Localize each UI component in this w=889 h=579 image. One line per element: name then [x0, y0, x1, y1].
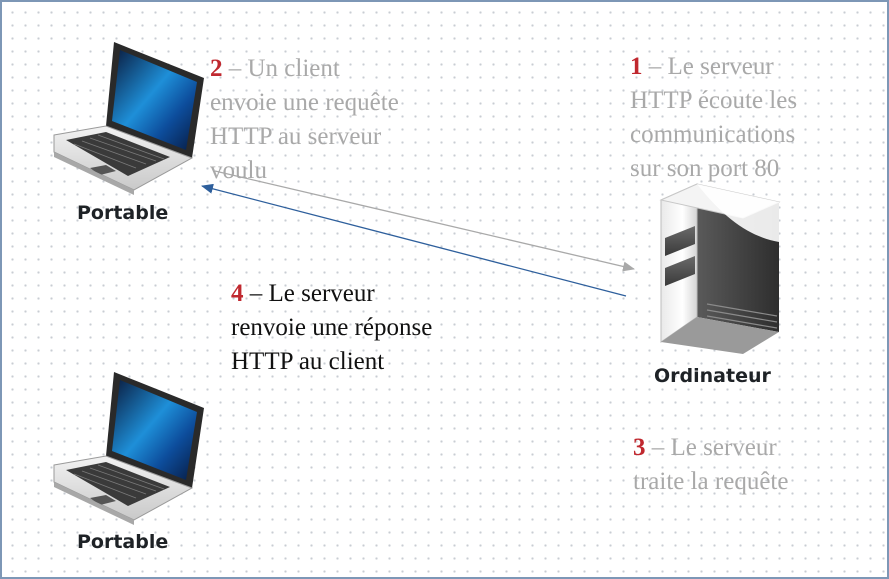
step-3-number: 3: [633, 434, 646, 461]
laptop-top: [52, 40, 212, 200]
laptop-icon: [53, 42, 204, 195]
laptop-bottom-label: Portable: [77, 531, 169, 553]
server-label: Ordinateur: [654, 365, 771, 387]
step-2-number: 2: [210, 55, 223, 82]
step-2-description: – Un client envoie une requête HTTP au s…: [210, 55, 399, 184]
request-arrow: [214, 170, 635, 272]
laptop-icon: [53, 372, 204, 525]
step-4-number: 4: [231, 280, 244, 307]
step-2-text: 2 – Un client envoie une requête HTTP au…: [210, 18, 399, 188]
step-1-description: – Le serveur HTTP écoute les communicati…: [630, 53, 798, 182]
step-3-text: 3 – Le serveur traite la requête: [633, 397, 788, 499]
step-1-text: 1 – Le serveur HTTP écoute les communica…: [630, 16, 797, 186]
server-tower-icon: [659, 183, 781, 354]
step-4-description: – Le serveur renvoie une réponse HTTP au…: [231, 280, 433, 375]
laptop-bottom: [52, 370, 212, 530]
laptop-top-label: Portable: [77, 202, 169, 224]
step-4-text: 4 – Le serveur renvoie une réponse HTTP …: [231, 243, 432, 379]
response-arrow: [201, 183, 627, 297]
step-3-description: – Le serveur traite la requête: [633, 434, 789, 495]
server: [657, 182, 787, 362]
step-1-number: 1: [630, 53, 643, 80]
